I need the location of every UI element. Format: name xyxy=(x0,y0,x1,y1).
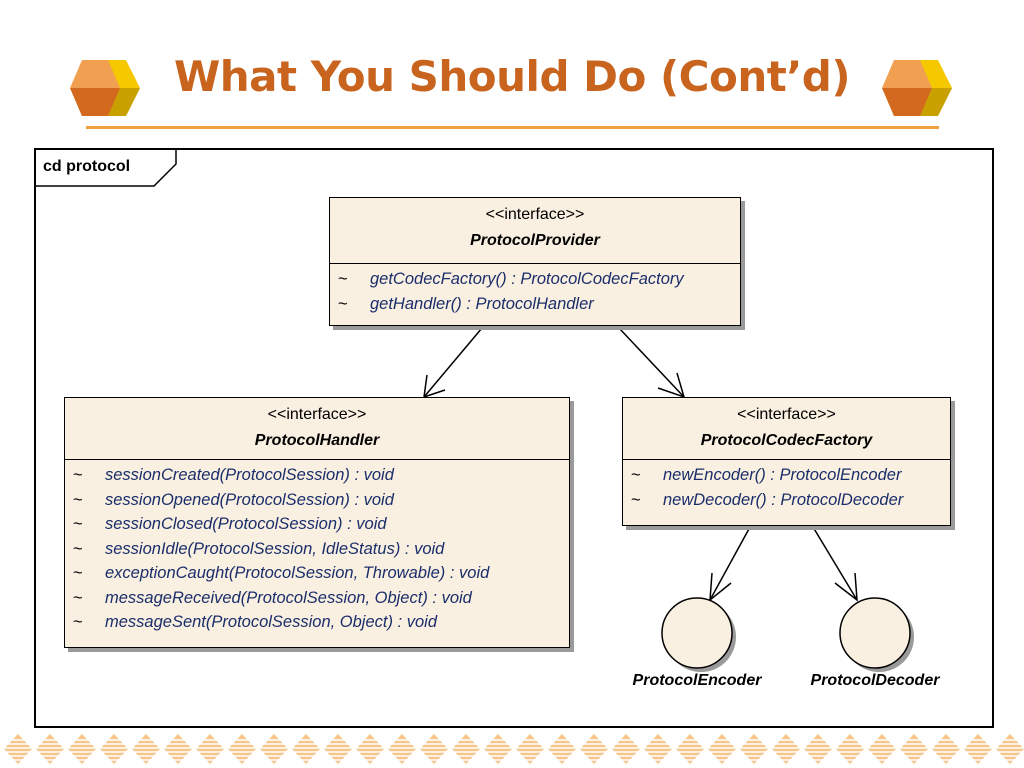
right-logo-icon xyxy=(882,60,952,116)
decoder-label: ProtocolDecoder xyxy=(810,672,940,689)
method-row: ~ messageReceived(ProtocolSession, Objec… xyxy=(65,589,569,614)
visibility-marker: ~ xyxy=(73,588,83,607)
method-signature: getHandler() : ProtocolHandler xyxy=(370,294,594,313)
method-list: ~ sessionCreated(ProtocolSession) : void… xyxy=(65,460,569,638)
left-logo-icon xyxy=(70,60,140,116)
decoder-circle xyxy=(839,597,911,669)
frame-tab xyxy=(36,150,177,187)
encoder-label: ProtocolEncoder xyxy=(632,672,762,689)
protocol-handler-class: <<interface>> ProtocolHandler ~ sessionC… xyxy=(64,397,570,648)
provider-to-handler-line xyxy=(423,327,483,398)
visibility-marker: ~ xyxy=(73,466,83,484)
visibility-marker: ~ xyxy=(73,539,83,558)
visibility-marker: ~ xyxy=(73,515,83,533)
codec-to-decoder-line xyxy=(812,526,858,601)
method-row: ~ exceptionCaught(ProtocolSession, Throw… xyxy=(65,564,569,589)
stereotype-label: <<interface>> xyxy=(485,206,585,223)
method-signature: sessionClosed(ProtocolSession) : void xyxy=(105,515,387,533)
stereotype-label: <<interface>> xyxy=(737,406,836,423)
method-signature: messageReceived(ProtocolSession, Object)… xyxy=(105,588,472,607)
method-signature: sessionOpened(ProtocolSession) : void xyxy=(105,490,394,509)
visibility-marker: ~ xyxy=(73,613,83,631)
codec-to-decoder-arrowhead xyxy=(834,572,858,602)
method-row: ~ sessionClosed(ProtocolSession) : void xyxy=(65,515,569,540)
method-row: ~ getHandler() : ProtocolHandler xyxy=(330,295,740,320)
visibility-marker: ~ xyxy=(73,564,83,582)
visibility-marker: ~ xyxy=(73,490,83,509)
logo-hex-front-shade xyxy=(70,88,120,116)
method-list: ~ getCodecFactory() : ProtocolCodecFacto… xyxy=(330,264,740,319)
protocol-provider-class: <<interface>> ProtocolProvider ~ getCode… xyxy=(329,197,741,326)
visibility-marker: ~ xyxy=(338,294,348,313)
logo-hex-front-shade xyxy=(882,88,932,116)
method-row: ~ sessionIdle(ProtocolSession, IdleStatu… xyxy=(65,540,569,565)
method-signature: getCodecFactory() : ProtocolCodecFactory xyxy=(370,270,684,288)
provider-to-codec-line xyxy=(618,327,685,398)
protocol-codec-factory-class: <<interface>> ProtocolCodecFactory ~ new… xyxy=(622,397,951,526)
class-header: <<interface>> ProtocolCodecFactory xyxy=(623,398,950,460)
class-header: <<interface>> ProtocolProvider xyxy=(330,198,740,264)
class-name: ProtocolProvider xyxy=(470,232,600,249)
method-signature: sessionIdle(ProtocolSession, IdleStatus)… xyxy=(105,539,445,558)
method-row: ~ sessionCreated(ProtocolSession) : void xyxy=(65,466,569,491)
frame-label: cd protocol xyxy=(43,158,131,175)
method-signature: newEncoder() : ProtocolEncoder xyxy=(663,466,902,484)
title-underline xyxy=(86,126,939,129)
visibility-marker: ~ xyxy=(338,270,348,288)
class-name: ProtocolCodecFactory xyxy=(700,432,873,449)
class-header: <<interface>> ProtocolHandler xyxy=(65,398,569,460)
method-row: ~ newDecoder() : ProtocolDecoder xyxy=(623,491,950,516)
visibility-marker: ~ xyxy=(631,490,641,509)
stereotype-label: <<interface>> xyxy=(267,406,367,423)
method-row: ~ messageSent(ProtocolSession, Object) :… xyxy=(65,613,569,638)
method-row: ~ sessionOpened(ProtocolSession) : void xyxy=(65,491,569,516)
method-row: ~ getCodecFactory() : ProtocolCodecFacto… xyxy=(330,270,740,295)
method-signature: exceptionCaught(ProtocolSession, Throwab… xyxy=(105,564,490,582)
slide-title: What You Should Do (Cont’d) xyxy=(173,52,851,101)
codec-to-encoder-line xyxy=(709,526,751,601)
class-name: ProtocolHandler xyxy=(254,432,380,449)
method-signature: messageSent(ProtocolSession, Object) : v… xyxy=(105,613,437,631)
footer-pattern xyxy=(0,732,1024,766)
method-signature: sessionCreated(ProtocolSession) : void xyxy=(105,466,394,484)
method-row: ~ newEncoder() : ProtocolEncoder xyxy=(623,466,950,491)
visibility-marker: ~ xyxy=(631,466,641,484)
encoder-circle xyxy=(661,597,733,669)
method-signature: newDecoder() : ProtocolDecoder xyxy=(663,490,904,509)
codec-to-encoder-arrowhead xyxy=(709,572,732,602)
method-list: ~ newEncoder() : ProtocolEncoder ~ newDe… xyxy=(623,460,950,515)
